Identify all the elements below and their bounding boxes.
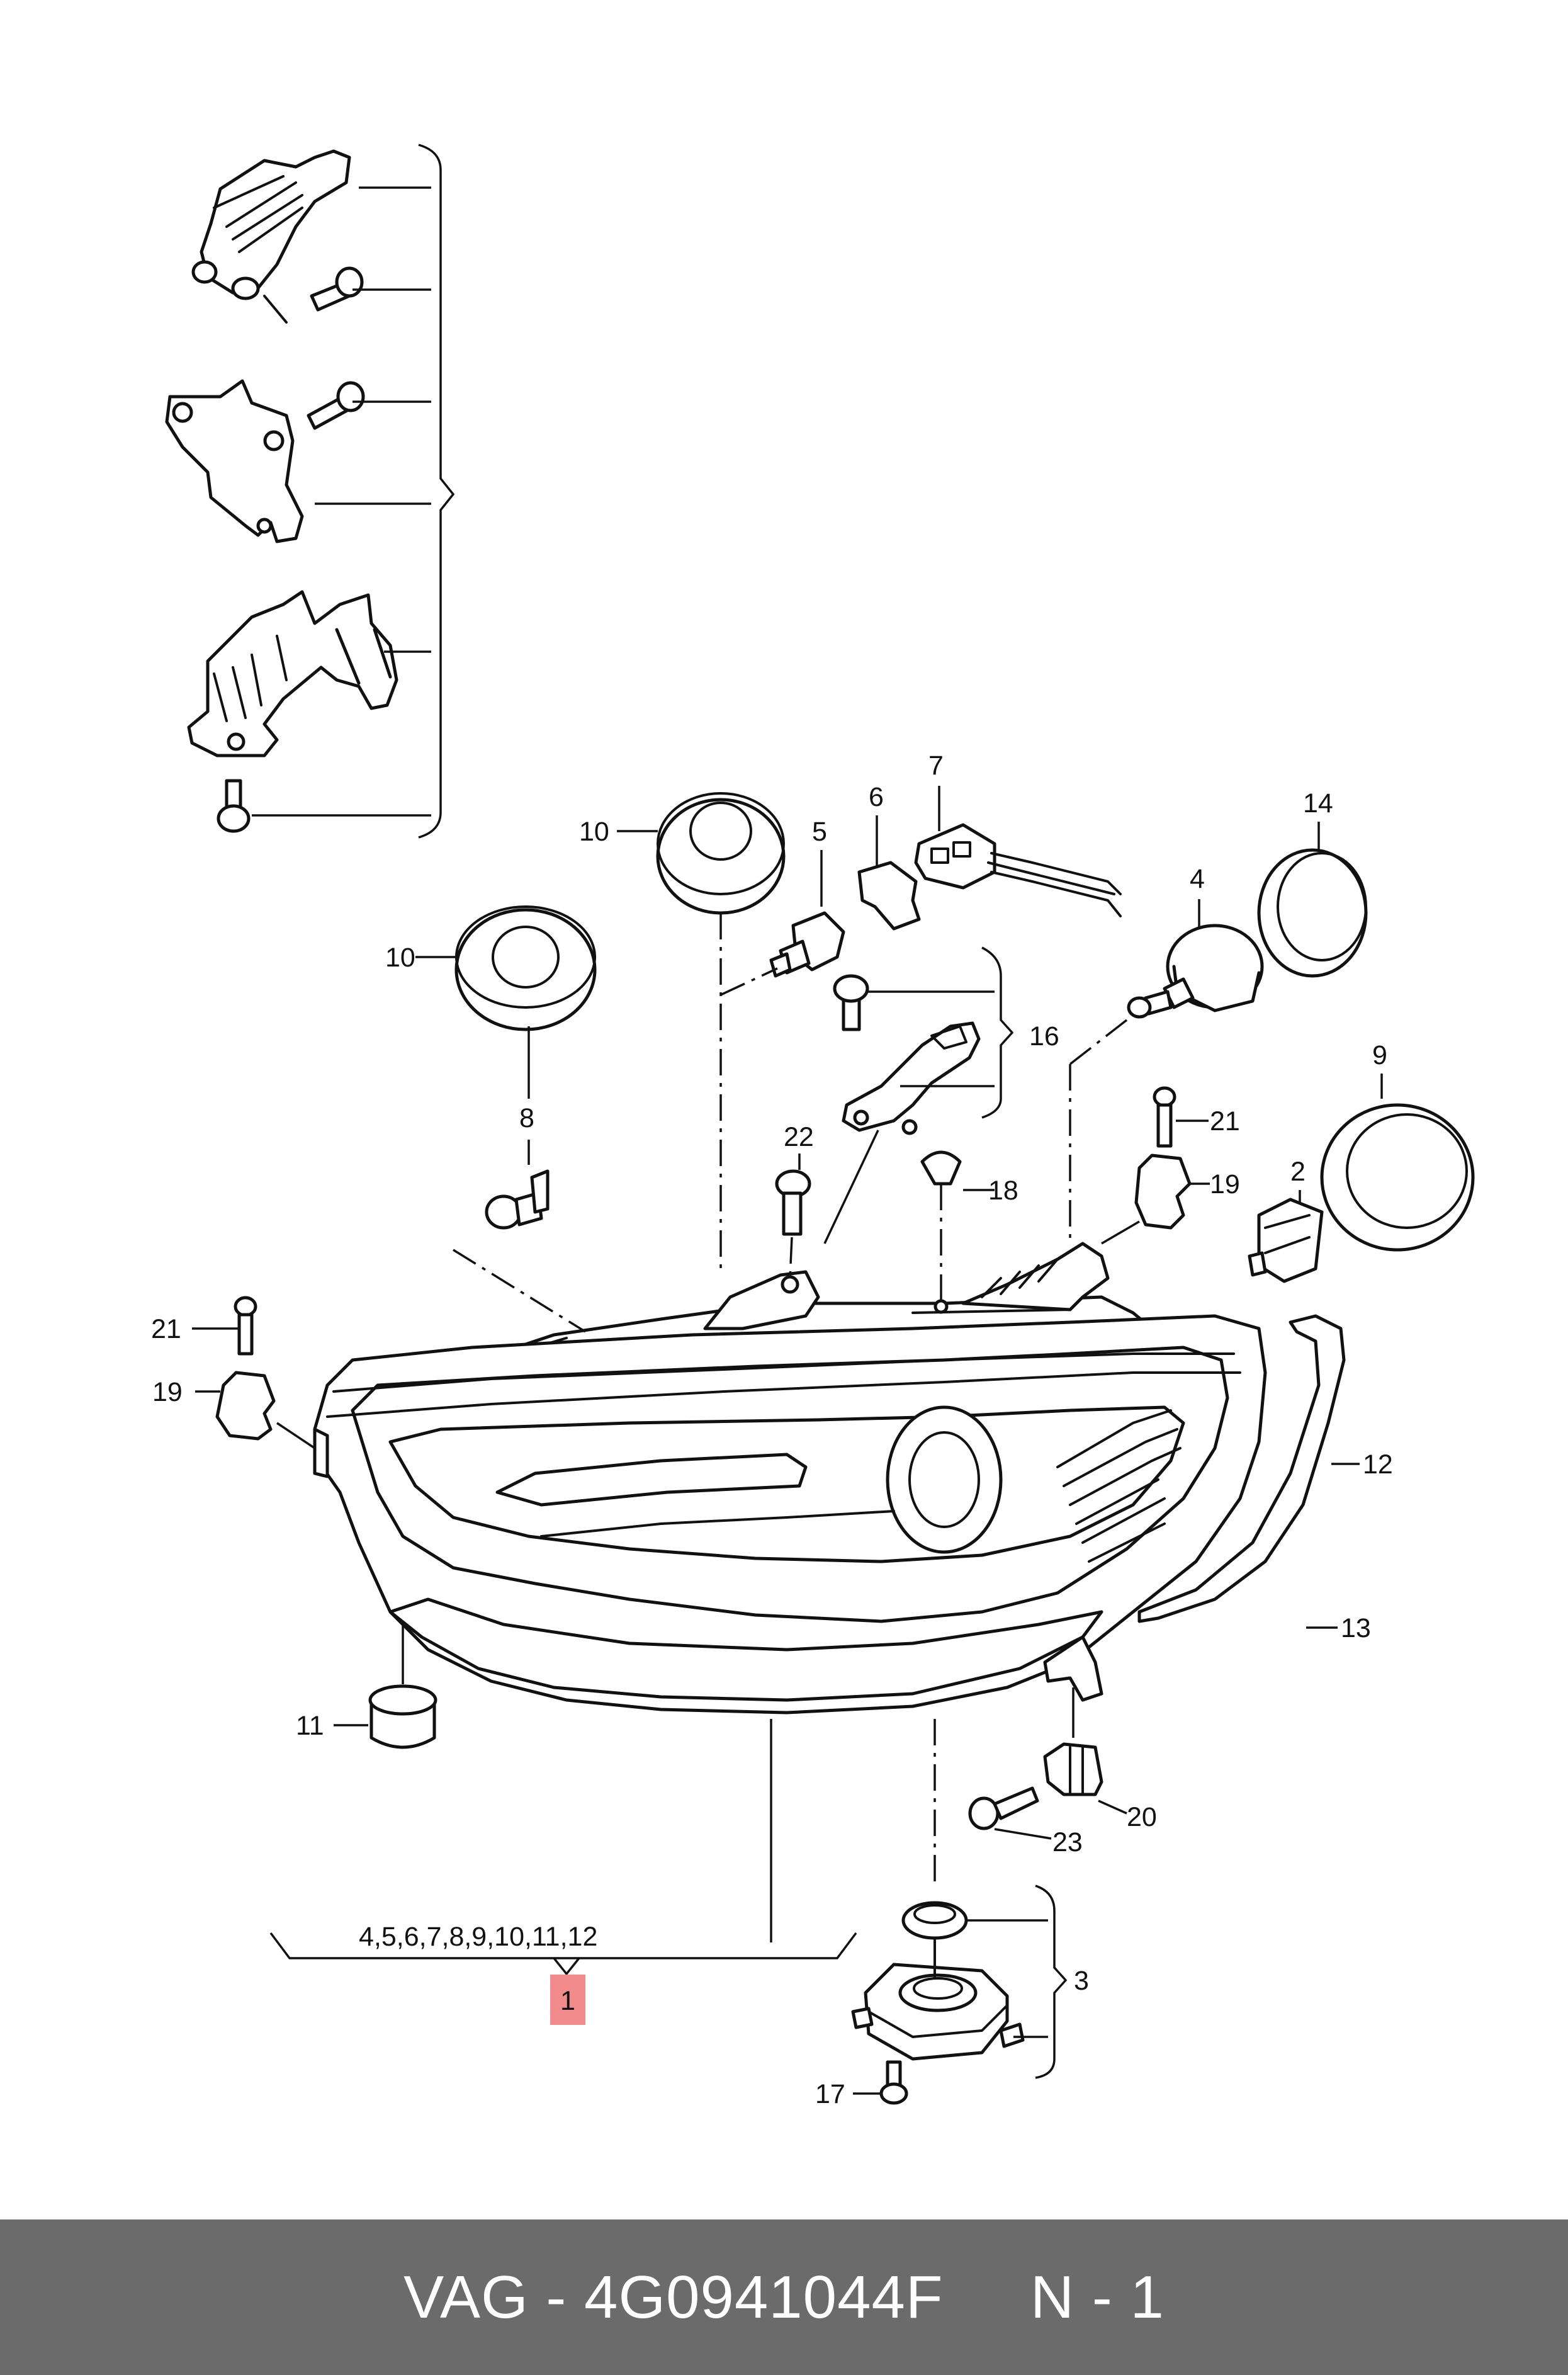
callout-17: 17 xyxy=(815,2079,845,2109)
part-6-holder: 6 xyxy=(857,782,921,931)
part-13-hose: 13 xyxy=(1255,1613,1414,1780)
callout-4: 4 xyxy=(1190,864,1205,894)
callout-8: 8 xyxy=(519,1103,534,1133)
callout-13: 13 xyxy=(1341,1613,1371,1643)
part-7-connector: 7 xyxy=(914,751,1122,917)
part-21-19-right: 21 19 xyxy=(1101,1086,1240,1245)
part-16-bracket: 16 xyxy=(823,946,1059,1244)
callout-9: 9 xyxy=(1372,1040,1387,1070)
callout-5: 5 xyxy=(812,817,827,847)
callout-19-left: 19 xyxy=(152,1377,183,1407)
callout-12: 12 xyxy=(1363,1449,1393,1480)
bracket-group-15 xyxy=(165,144,455,839)
part-10-lower-cap: 10 xyxy=(385,905,597,1099)
part-10-upper-cap: 10 xyxy=(579,792,786,1272)
callout-11: 11 xyxy=(296,1711,324,1741)
part-8-bulb: 8 xyxy=(453,1103,586,1333)
part-3-ballast: 3 17 xyxy=(815,1719,1089,2109)
callout-3: 3 xyxy=(1074,1966,1089,1996)
callout-21-left: 21 xyxy=(151,1314,181,1344)
callout-6: 6 xyxy=(869,782,884,812)
callout-18: 18 xyxy=(988,1176,1018,1206)
part-21-19-left: 21 19 xyxy=(151,1296,315,1449)
callout-23-right: 23 xyxy=(1052,1827,1083,1857)
part-14-ring: 14 xyxy=(1257,788,1368,978)
part-2-igniter: 2 xyxy=(1248,1157,1324,1283)
exploded-parts-diagram: 10 10 8 5 6 7 xyxy=(151,144,1475,2109)
callout-14: 14 xyxy=(1303,788,1333,819)
part-18-clip: 18 xyxy=(920,1150,1018,1303)
assembly-contents-label: 4,5,6,7,8,9,10,11,12 xyxy=(359,1922,597,1952)
part-9-ring: 9 xyxy=(1320,1040,1475,1252)
part-number-label: VAG - 4G0941044F N - 1 xyxy=(403,2263,1165,2331)
part-12-gasket-callout: 12 xyxy=(1331,1449,1393,1480)
callout-10-upper: 10 xyxy=(579,817,609,847)
footer-bar: VAG - 4G0941044F N - 1 xyxy=(0,2219,1568,2375)
callout-7: 7 xyxy=(928,751,944,781)
callout-2: 2 xyxy=(1290,1157,1306,1187)
part-22-screw: 22 xyxy=(775,1122,814,1279)
part-20-23-right: 20 23 xyxy=(968,1687,1157,1857)
callout-20: 20 xyxy=(1127,1802,1157,1832)
callout-1: 1 xyxy=(560,1986,575,2016)
callout-19-right: 19 xyxy=(1210,1169,1240,1199)
callout-16: 16 xyxy=(1029,1021,1059,1051)
part-4-socket: 4 xyxy=(1069,864,1264,1244)
callout-21-right: 21 xyxy=(1210,1106,1240,1136)
highlight-box xyxy=(550,1975,585,2025)
assembly-1-group: 4,5,6,7,8,9,10,11,12 1 xyxy=(269,1719,857,2025)
headlight-housing xyxy=(313,1242,1346,1715)
callout-22: 22 xyxy=(784,1122,814,1152)
part-5-bulb: 5 xyxy=(720,817,845,996)
callout-10-lower: 10 xyxy=(385,943,415,973)
part-11-cap: 11 xyxy=(296,1621,437,1749)
